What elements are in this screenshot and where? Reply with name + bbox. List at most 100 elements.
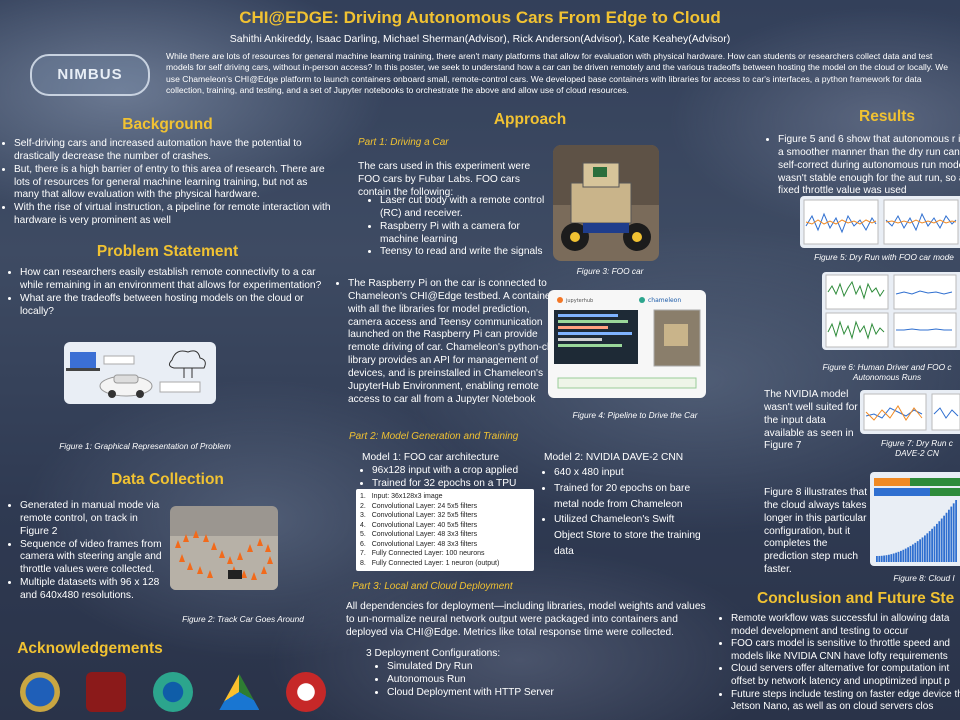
arch-layer: 7. Fully Connected Layer: 100 neurons (360, 550, 485, 558)
part1-intro: The cars used in this experiment were FO… (358, 161, 531, 198)
results-section: Results (815, 108, 960, 126)
traffic-cone (175, 540, 181, 548)
fig8-bar (928, 531, 931, 562)
figure4-caption: Figure 4: Pipeline to Drive the Car (572, 410, 698, 420)
figure7-chart (860, 390, 960, 434)
fig8-bar (895, 552, 897, 562)
fig8-bar (952, 503, 955, 562)
approach-section: Approach (345, 111, 715, 129)
background-item: Self-driving cars and increased automati… (14, 138, 335, 164)
deploy-title: 3 Deployment Configurations: (366, 648, 501, 659)
problem-heading: Problem Statement (96, 243, 239, 260)
fig8-bar (933, 526, 936, 562)
deploy-item: Simulated Dry Run (387, 661, 607, 674)
problem-section: Problem Statement How can researchers ea… (0, 243, 335, 318)
foo-car-photo (553, 145, 659, 261)
conclusion-list: Remote workflow was successful in allowi… (719, 613, 960, 714)
fig8-bar (955, 500, 957, 562)
traffic-cone (219, 550, 225, 558)
arch-layer: 3. Convolutional Layer: 32 5x5 filters (360, 512, 478, 520)
figure5-caption: Figure 5: Dry Run with FOO car mode (814, 252, 954, 262)
fig8-bar (943, 515, 945, 562)
problem-figure (64, 342, 216, 404)
fig8-bar (945, 512, 948, 562)
conclusion-item: Remote workflow was successful in allowi… (731, 613, 960, 638)
figure6-caption: Figure 6: Human Driver and FOO c Autonom… (822, 362, 952, 382)
background-item: With the rise of virtual instruction, a … (14, 202, 335, 228)
results-intro-list: Figure 5 and 6 show that autonomous r in… (766, 134, 960, 198)
fig8-bar (940, 518, 943, 562)
fig8-bar (916, 541, 919, 562)
rc-car (228, 570, 242, 579)
traffic-cone (211, 542, 217, 550)
model1-list: 96x128 input with a crop applied Trained… (358, 465, 552, 491)
fig8-bar (950, 506, 953, 562)
poster-authors: Sahithi Ankireddy, Isaac Darling, Michae… (229, 33, 731, 45)
deploy-item: Autonomous Run (387, 674, 607, 687)
part1-item: Laser cut body with a remote control (RC… (380, 195, 555, 221)
fig8-bar (897, 551, 900, 562)
figure7-caption: Figure 7: Dry Run c DAVE-2 CN (881, 438, 953, 458)
data-collection-item: Sequence of video frames from camera wit… (20, 539, 168, 578)
track-photo (170, 506, 278, 590)
fig8-text: Figure 8 illustrates that the cloud alwa… (764, 487, 868, 576)
arch-layer: 4. Convolutional Layer: 40 5x5 filters (360, 521, 478, 529)
fig8-bar (948, 509, 950, 562)
model2-item: Trained for 20 epochs on bare metal node… (554, 481, 704, 513)
arch-layer: 6. Convolutional Layer: 48 3x3 filters (360, 540, 478, 548)
fig8-bar (885, 555, 888, 562)
traffic-cone (267, 556, 273, 564)
model2-item: Utilized Chameleon's Swift Object Store … (554, 512, 704, 559)
results-intro: Figure 5 and 6 show that autonomous r in… (778, 134, 960, 198)
conclusion-item: FOO cars model is sensitive to throttle … (731, 638, 960, 663)
sponsor-logos (20, 672, 348, 717)
pi-item: The Raspberry Pi on the car is connected… (348, 278, 558, 406)
fig8-bar (883, 555, 885, 562)
figure8-chart (870, 472, 960, 566)
nsf-logo (20, 672, 60, 712)
part1-list: Laser cut body with a remote control (RC… (366, 195, 555, 259)
traffic-cone (193, 530, 199, 538)
foo-architecture-list: 1. Input: 36x128x3 image 2. Convolutiona… (356, 489, 534, 572)
fig8-bar (904, 548, 907, 562)
fig8-bar (936, 523, 938, 562)
arch-layer: 8. Fully Connected Layer: 1 neuron (outp… (360, 559, 500, 567)
fig8-bar (938, 521, 941, 562)
traffic-cone (251, 572, 257, 580)
traffic-cone (237, 552, 243, 560)
fig8-bar (880, 555, 883, 562)
figure3-caption: Figure 3: FOO car (576, 266, 644, 276)
circle-seal-logo (285, 672, 326, 712)
conclusion-section: Conclusion and Future Ste (757, 590, 960, 608)
approach-heading: Approach (493, 111, 567, 128)
traffic-cone (179, 554, 185, 562)
poster-title: CHI@EDGE: Driving Autonomous Cars From E… (239, 8, 721, 27)
acknowledgements-heading: Acknowledgements (17, 640, 163, 657)
fig8-bar (888, 554, 890, 562)
traffic-cone (183, 534, 189, 542)
fig8-bar (924, 535, 926, 562)
part1-item: Raspberry Pi with a camera for machine l… (380, 221, 555, 247)
conclusion-item: Cloud servers offer alternative for comp… (731, 663, 960, 688)
fig8-bar (878, 555, 881, 562)
background-heading: Background (122, 116, 213, 133)
fig8-bar (909, 545, 912, 562)
model2-item: 640 x 480 input (554, 465, 704, 481)
fig8-bar (907, 547, 909, 562)
figure6-chart (822, 272, 960, 350)
traffic-cone (207, 570, 213, 578)
traffic-cone (187, 562, 193, 570)
chameleon-label: chameleon (648, 297, 681, 304)
model2-title: Model 2: NVIDIA DAVE-2 CNN (544, 452, 684, 463)
data-collection-heading: Data Collection (111, 471, 224, 488)
figure8-caption: Figure 8: Cloud I (893, 573, 955, 583)
conclusion-item: Future steps include testing on faster e… (731, 689, 960, 714)
nimbus-logo: NIMBUS (30, 54, 150, 96)
fig8-bar (921, 537, 924, 562)
data-collection-section: Data Collection (0, 471, 335, 489)
part1-item: Teensy to read and write the signals (380, 246, 555, 259)
background-section: Background Self-driving cars and increas… (0, 116, 335, 228)
jupyter-label: jupyterhub (565, 298, 593, 304)
triangle-logo (219, 674, 260, 710)
conclusion-heading: Conclusion and Future Ste (757, 590, 955, 607)
